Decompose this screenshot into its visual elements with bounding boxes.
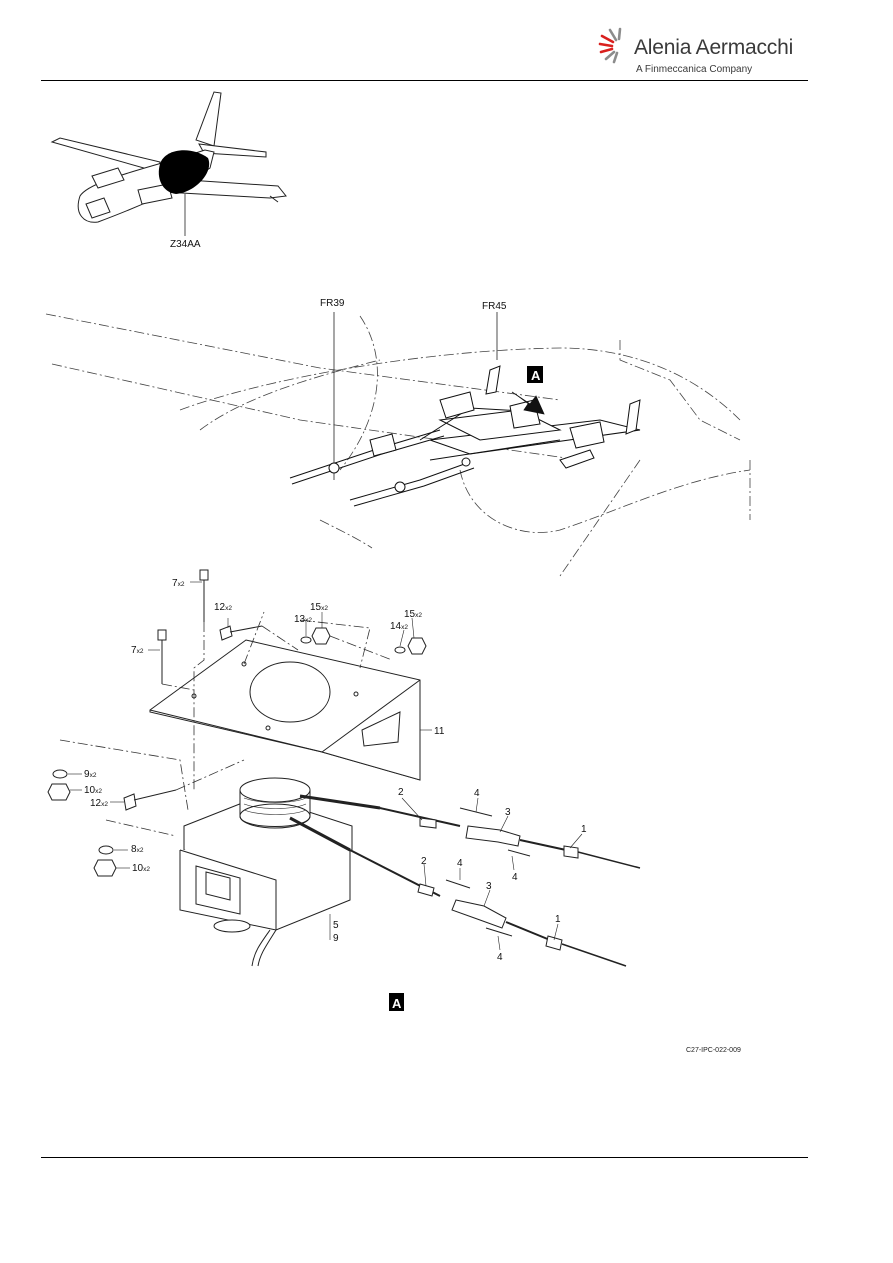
callout-11: 11 [434, 726, 445, 737]
callout-2-lower: 2 [421, 856, 427, 867]
figure-reference: C27-IPC-022-009 [686, 1047, 741, 1054]
callout-3-upper: 3 [505, 807, 511, 818]
installation-view [45, 312, 751, 577]
callout-4-lower-b: 4 [497, 952, 503, 963]
callout-3-lower: 3 [486, 881, 492, 892]
footer-rule [41, 1157, 808, 1158]
callout-8: 8x2 [131, 844, 144, 855]
callout-9-left: 9x2 [84, 769, 97, 780]
callout-15-left: 15x2 [310, 602, 328, 613]
callout-15-right: 15x2 [404, 609, 422, 620]
detail-marker-box [527, 366, 543, 383]
logo-name: Alenia Aermacchi [634, 36, 794, 59]
callout-4-upper-b: 4 [512, 872, 518, 883]
callout-7-lower: 7x2 [131, 645, 144, 656]
view-label-box [389, 993, 404, 1011]
callout-13: 13x2 [294, 614, 312, 625]
zone-highlight [158, 150, 210, 194]
callout-12-lower: 12x2 [90, 798, 108, 809]
view-label: A [392, 996, 402, 1011]
callout-1-upper: 1 [581, 824, 587, 835]
callout-1-lower: 1 [555, 914, 561, 925]
callout-10-lower: 10x2 [132, 863, 150, 874]
logo-subtitle: A Finmeccanica Company [636, 64, 753, 75]
detail-phantom-lines [59, 611, 393, 837]
header-rule [41, 80, 808, 81]
callout-10-upper: 10x2 [84, 785, 102, 796]
company-logo: Alenia Aermacchi A Finmeccanica Company [596, 26, 806, 82]
callout-12-upper: 12x2 [214, 602, 232, 613]
callout-2-upper: 2 [398, 787, 404, 798]
zone-label: Z34AA [170, 239, 201, 250]
callout-4-lower-a: 4 [457, 858, 463, 869]
callout-5: 5 [333, 920, 339, 931]
callout-4-upper-a: 4 [474, 788, 480, 799]
callout-14: 14x2 [390, 621, 408, 632]
callout-9-lower: 9 [333, 933, 339, 944]
frame-label-fr39: FR39 [320, 298, 345, 309]
detail-a-drawing [47, 569, 641, 967]
frame-label-fr45: FR45 [482, 301, 507, 312]
logo-mark-icon [598, 27, 622, 64]
callout-leaders [68, 581, 583, 951]
callout-7-upper: 7x2 [172, 578, 185, 589]
detail-marker: A [531, 368, 541, 383]
